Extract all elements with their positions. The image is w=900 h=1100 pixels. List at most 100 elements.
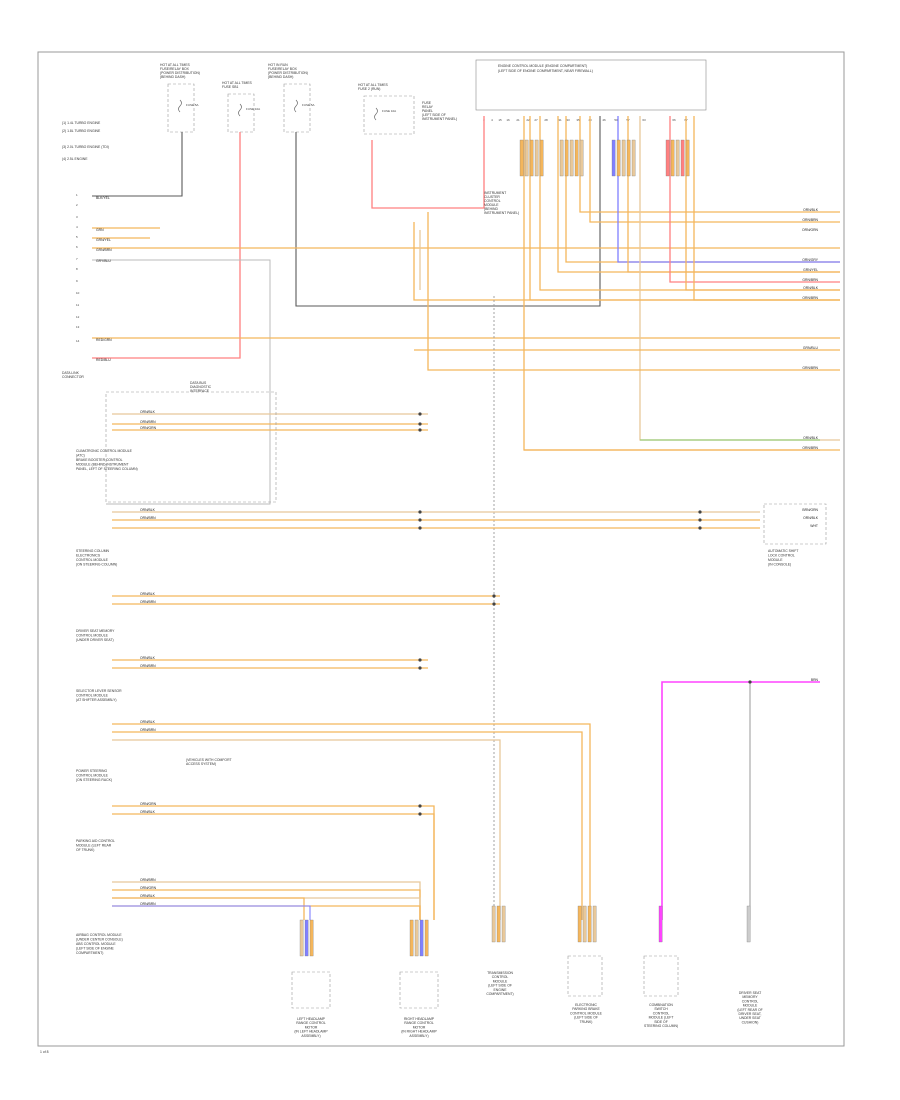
right-headlamp-outline <box>399 971 439 1009</box>
connector-plug <box>491 905 496 943</box>
connector-plug <box>611 139 616 177</box>
ecm-pin: 4 <box>491 118 493 122</box>
lower-wire-label: ORN/BRN <box>140 664 156 668</box>
right-wire-label: ORN/BLK <box>803 286 819 290</box>
splice-dot <box>418 510 422 514</box>
connector-plug <box>501 905 506 943</box>
right-wire-labels: ORN/BLKORN/BRNORN/GRNORN/GRYGRN/YELGRN/B… <box>802 208 819 682</box>
ecm-box <box>475 59 707 111</box>
ecm-pin: 63 <box>642 118 646 122</box>
wire-airbag-3 <box>112 905 421 920</box>
lower-wire-label: ORN/BLK <box>140 508 156 512</box>
fuse-4-label: FUSE 10A <box>382 109 396 113</box>
fuse-box-4-outline <box>363 95 415 135</box>
connector-plug <box>419 919 424 957</box>
wire-label-grn-brn: GRN/BRN <box>96 248 112 252</box>
wires <box>92 116 840 957</box>
connector-plug <box>631 139 636 177</box>
lower-wire-label: ORN/BLK <box>140 410 156 414</box>
wire-park-0 <box>112 805 435 920</box>
legend-item-4: (4) 2.5L ENGINE <box>62 157 88 161</box>
legend-item-3: (3) 2.0L TURBO ENGINE (TDI) <box>62 145 109 149</box>
wire-pwr-2 <box>112 731 583 920</box>
wire-bundle-c <box>427 212 840 371</box>
connector-plug <box>309 919 314 957</box>
airbag-abs-module: AIRBAG CONTROL MODULE(UNDER CENTER CONSO… <box>76 933 123 955</box>
lower-wire-label: ORN/BLK <box>140 656 156 660</box>
right-wire-label: GRN/BRN <box>802 366 818 370</box>
ecm-pin: 46 <box>602 118 606 122</box>
wire-ecm-8 <box>617 116 840 263</box>
wire-magenta <box>661 681 820 920</box>
legend-item-2: (2) 1.8L TURBO ENGINE <box>62 129 101 133</box>
wire-label-red-grn: RED/GRN <box>96 338 112 342</box>
connector-plug <box>569 139 574 177</box>
splice-dot <box>418 428 422 432</box>
fuse-4-symbol <box>374 107 378 121</box>
top-wire-labels: BLK/YEL GRN GRN/YEL GRN/BRN GRY/BLU RED/… <box>96 196 112 362</box>
connector-plug <box>665 139 670 177</box>
left-headlamp-outline <box>291 971 331 1009</box>
connector-plug <box>409 919 414 957</box>
connector-plug <box>574 139 579 177</box>
splice-dot <box>418 812 422 816</box>
fuse-1-symbol <box>178 99 182 113</box>
ecm-pin: 28 <box>544 118 548 122</box>
fuse-2-label: FUSE 10A <box>246 107 260 111</box>
wire-airbag-1 <box>112 889 421 920</box>
fuse-3-symbol <box>294 99 298 113</box>
lower-wire-label: ORN/BLK <box>140 810 156 814</box>
connector-plug <box>582 905 587 943</box>
climatronic-control-module: CLIMATRONIC CONTROL MODULE(ATC)BRAKE BOO… <box>76 449 138 471</box>
connector-plug <box>587 905 592 943</box>
right-wire-label: ORN/BRN <box>802 218 818 222</box>
connector-plug <box>519 139 524 177</box>
ecm-pin: 15 <box>498 118 502 122</box>
right-wire-label: ORN/BLK <box>803 516 819 520</box>
ecm-pin: 21 <box>516 118 520 122</box>
right-wire-label: GRN/BLU <box>803 346 819 350</box>
lower-wire-label: ORN/BLK <box>140 894 156 898</box>
connector-plug <box>616 139 621 177</box>
splice-dot <box>698 510 702 514</box>
wire-gry-blu <box>92 259 271 505</box>
ecm-title-location: (LEFT SIDE OF ENGINE COMPARTMENT, NEAR F… <box>498 69 593 73</box>
connector-plug <box>658 905 663 943</box>
lower-wire-label: ORN/BRN <box>140 902 156 906</box>
connector-plug <box>675 139 680 177</box>
fuse-1-label: FUSE 5A <box>186 103 199 107</box>
splice-dot <box>748 680 752 684</box>
airbag-abs-label: AIRBAG CONTROL MODULE(UNDER CENTER CONSO… <box>76 933 123 955</box>
ecm-pin: 27 <box>534 118 538 122</box>
right-wire-label: GRN/YEL <box>803 268 818 272</box>
climatronic-label: CLIMATRONIC CONTROL MODULE(ATC)BRAKE BOO… <box>76 449 138 471</box>
connector-pin: 4 <box>76 225 78 229</box>
ecm-pin: 35 <box>576 118 580 122</box>
fuse-box-2-outline <box>227 93 255 133</box>
ecm-title: ENGINE CONTROL MODULE (ENGINE COMPARTMEN… <box>498 64 587 68</box>
wire-label-grn-yel: GRN/YEL <box>96 238 111 242</box>
lower-wire-label: ORN/BRN <box>140 600 156 604</box>
right-wire-label: ORN/GRN <box>802 228 819 232</box>
